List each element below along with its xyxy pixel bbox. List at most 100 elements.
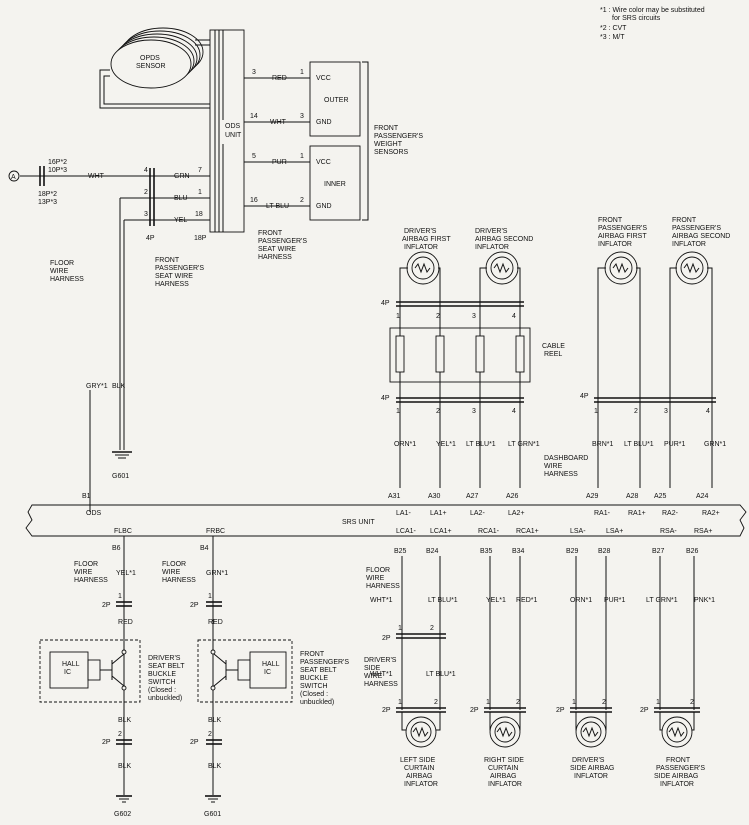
side-pin-d2: 2 [690, 699, 694, 706]
side-wire-orn: ORN*1 [570, 597, 592, 604]
pin-4p-4: 4 [512, 313, 516, 320]
inflator-pass-first [604, 251, 638, 285]
rcurtain-lbl-2: CURTAIN [488, 765, 518, 772]
ground-g601-top: G601 [112, 451, 132, 480]
weight-label-2: PASSENGER'S [374, 133, 423, 140]
wire-ltblu-a: LT BLU*1 [466, 441, 496, 448]
floor2: FLOOR [162, 561, 186, 568]
vcc-inner: VCC [316, 159, 331, 166]
rcurtain-lbl-4: INFLATOR [488, 781, 522, 788]
hall-ic-b: HALL [262, 661, 280, 668]
ground-g602: G602 [114, 795, 132, 818]
floor2-2: WIRE [162, 569, 181, 576]
srs-pin-a30: A30 [428, 493, 441, 500]
inflator-left-curtain [401, 712, 441, 748]
srs-lbl-frbc: FRBC [206, 528, 225, 535]
notes: *1 : Wire color may be substituted for S… [600, 7, 705, 41]
lcurtain-lbl-4: INFLATOR [404, 781, 438, 788]
side-wire-wht-b: WHT*1 [370, 671, 393, 678]
wire-ltgrn-a: LT GRN*1 [508, 441, 540, 448]
wire-ltblu: LT BLU [266, 203, 289, 210]
side-wire-pnk: PNK*1 [694, 597, 715, 604]
wire-grn: GRN [174, 173, 190, 180]
seat-harness-b-3: SEAT WIRE [258, 246, 296, 253]
side-pin-c1: 1 [572, 699, 576, 706]
pin-side-2: 2 [430, 625, 434, 632]
conn-18p: 18P*2 [38, 191, 57, 198]
pin-4p-4c: 4 [706, 408, 710, 415]
srs-pin-a29: A29 [586, 493, 599, 500]
pin-2p-d: 2 [208, 731, 212, 738]
inflator-right-curtain [489, 712, 521, 748]
hall-ic-b-2: IC [264, 669, 271, 676]
seat-harness-b: FRONT [258, 230, 283, 237]
pin-18: 18 [195, 211, 203, 218]
side-2p-connectors: 2P 2P 2P 2P 1 2 1 2 1 2 1 2 [382, 699, 700, 714]
floor2-3: HARNESS [162, 577, 196, 584]
pin-4p-2: 2 [436, 313, 440, 320]
wire-yel-a: YEL*1 [436, 441, 456, 448]
front-airbags: DRIVER'S AIRBAG FIRST INFLATOR DRIVER'S … [381, 217, 730, 488]
connector-a-circle [8, 170, 20, 182]
srs-pin-b27: B27 [652, 548, 665, 555]
pin-4p-3b: 3 [472, 408, 476, 415]
side-pin-a1: 1 [398, 699, 402, 706]
drv-buckle-lbl: DRIVER'S [148, 655, 181, 662]
srs-lbl-la2p: LA2+ [508, 510, 525, 517]
drv-second-lbl-3: INFLATOR [475, 244, 509, 251]
side-2p-b: 2P [470, 707, 479, 714]
wire-blk: BLK [112, 383, 126, 390]
wire-wht: WHT [270, 119, 287, 126]
pin-a1: 1 [300, 69, 304, 76]
pin-4p-1: 1 [396, 313, 400, 320]
drv-first-lbl: DRIVER'S [404, 228, 437, 235]
pin-4p-1c: 1 [594, 408, 598, 415]
pin-14: 14 [250, 113, 258, 120]
drv-second-lbl-2: AIRBAG SECOND [475, 236, 533, 243]
pass-first-lbl-2: PASSENGER'S [598, 225, 647, 232]
pass-first-lbl: FRONT [598, 217, 623, 224]
opds-label: OPDS [140, 55, 160, 62]
srs-pin-a26: A26 [506, 493, 519, 500]
pin-4p-2c: 2 [634, 408, 638, 415]
pin-side-1: 1 [398, 625, 402, 632]
side-2p-d: 2P [640, 707, 649, 714]
pin-7: 7 [198, 167, 202, 174]
dside-ab-lbl-3: INFLATOR [574, 773, 608, 780]
drv-buckle-lbl-6: unbuckled) [148, 695, 182, 702]
wire-pur: PUR [272, 159, 287, 166]
side-wire-ltblu-b: LT BLU*1 [426, 671, 456, 678]
srs-lbl-rca1p: RCA1+ [516, 528, 539, 535]
pin-1: 1 [198, 189, 202, 196]
srs-lbl-lsam: LSA- [570, 528, 586, 535]
srs-lbl-la2m: LA2- [470, 510, 485, 517]
pin-3-4p: 3 [144, 211, 148, 218]
side-pin-a2: 2 [434, 699, 438, 706]
wire-grn-a: GRN*1 [704, 441, 726, 448]
dside-harness-3: WIRE [364, 673, 383, 680]
srs-pin-b1: B1 [82, 493, 91, 500]
wire-red: RED [272, 75, 287, 82]
srs-pin-a25: A25 [654, 493, 667, 500]
srs-lbl-lca1p: LCA1+ [430, 528, 452, 535]
conn-18p-unit: 18P [194, 235, 207, 242]
drv-buckle-lbl-2: SEAT BELT [148, 663, 185, 670]
pin-4p-3c: 3 [664, 408, 668, 415]
dside-harness: DRIVER'S [364, 657, 397, 664]
side-2p-a: 2P [382, 707, 391, 714]
srs-pin-b6: B6 [112, 545, 121, 552]
cable-reel: CABLE REEL [389, 327, 565, 383]
note-2: *2 : CVT [600, 25, 627, 32]
srs-lbl-ods: ODS [86, 510, 102, 517]
conn-2p-side-mid: 2P [382, 635, 391, 642]
conn-13p: 13P*3 [38, 199, 57, 206]
floor-side-2: WIRE [366, 575, 385, 582]
side-wire-red: RED*1 [516, 597, 538, 604]
srs-pin-b24: B24 [426, 548, 439, 555]
pass-buckle-lbl-4: BUCKLE [300, 675, 328, 682]
wire-blk-a: BLK [118, 717, 132, 724]
ods-section: OPDS SENSOR ODS UNIT 3 14 5 16 RED WHT P… [8, 27, 423, 512]
seat-harness-b-4: HARNESS [258, 254, 292, 261]
lcurtain-lbl: LEFT SIDE [400, 757, 436, 764]
pass-buckle-lbl-6: (Closed : [300, 691, 328, 698]
